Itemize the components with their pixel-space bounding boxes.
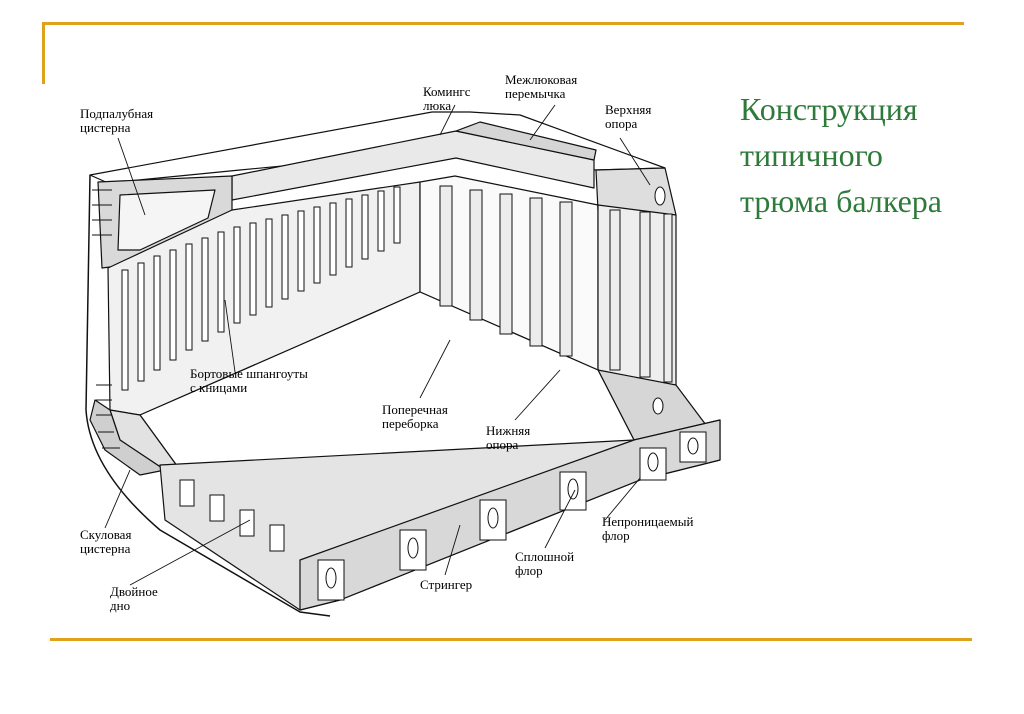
bilge-stiffeners: [92, 189, 120, 449]
corrugation: [559, 201, 573, 357]
side-frame: [249, 222, 257, 316]
top-accent-rule: [42, 22, 964, 25]
leader-hatch-coaming: [439, 104, 456, 136]
corrugation: [663, 213, 673, 383]
leader-bulkhead: [419, 339, 451, 399]
leader-watertight-floor: [604, 477, 641, 521]
lightening-hole: [567, 478, 579, 500]
side-frame: [217, 231, 225, 333]
side-frame: [265, 218, 273, 308]
side-frame: [297, 210, 305, 292]
corrugation: [439, 185, 453, 307]
lightening-hole: [407, 537, 419, 559]
cross-deck-beam: [455, 121, 597, 161]
solid-floor: [479, 499, 507, 541]
corrugation: [609, 209, 621, 371]
side-floor: [209, 494, 225, 522]
side-floor: [269, 524, 285, 552]
side-frame: [377, 190, 385, 252]
lightening-hole: [647, 452, 659, 472]
side-frame: [361, 194, 369, 260]
left-accent-rule: [42, 22, 45, 84]
corrugation: [639, 211, 651, 378]
title-line-3: трюма балкера: [740, 183, 942, 219]
side-frames-group: [121, 186, 401, 391]
side-frame: [185, 243, 193, 351]
leader-double-bottom: [129, 519, 251, 586]
lightening-hole: [687, 437, 699, 455]
leader-lower-stool: [514, 369, 561, 421]
side-floor: [179, 479, 195, 507]
leader-lines: [104, 104, 651, 586]
side-frame: [121, 269, 129, 391]
bulkhead-corrugations: [439, 185, 673, 383]
slide-title: Конструкция типичного трюма балкера: [740, 86, 1010, 224]
leader-solid-floor: [544, 489, 576, 549]
lightening-hole: [487, 507, 499, 529]
topside-tank-web: [117, 189, 216, 251]
side-frame: [169, 249, 177, 361]
leader-upper-stool: [619, 137, 651, 186]
double-bottom-floors: [179, 186, 707, 601]
lower-stool-hole: [652, 397, 664, 415]
side-frame: [201, 237, 209, 342]
side-shell: [85, 174, 331, 617]
side-frame: [137, 262, 145, 382]
title-line-2: типичного: [740, 137, 883, 173]
side-frame: [329, 202, 337, 276]
label-girder: Стрингер: [420, 577, 473, 592]
side-frame: [345, 198, 353, 268]
leader-bilge-tank: [104, 469, 131, 529]
side-frame: [313, 206, 321, 284]
leader-topside-tank: [117, 137, 146, 216]
leader-cross-deck: [529, 104, 556, 141]
side-floor: [239, 509, 255, 537]
corrugation: [499, 193, 513, 335]
corrugation: [529, 197, 543, 347]
side-frame: [393, 186, 401, 244]
corrugation: [469, 189, 483, 321]
side-frame: [153, 255, 161, 371]
leader-side-frames: [224, 299, 236, 373]
title-line-1: Конструкция: [740, 91, 918, 127]
leader-girder: [444, 524, 461, 576]
side-frame: [281, 214, 289, 300]
lightening-hole: [325, 567, 337, 589]
upper-stool-hole: [654, 186, 666, 206]
side-frame: [233, 226, 241, 324]
bottom-accent-rule: [50, 638, 972, 641]
